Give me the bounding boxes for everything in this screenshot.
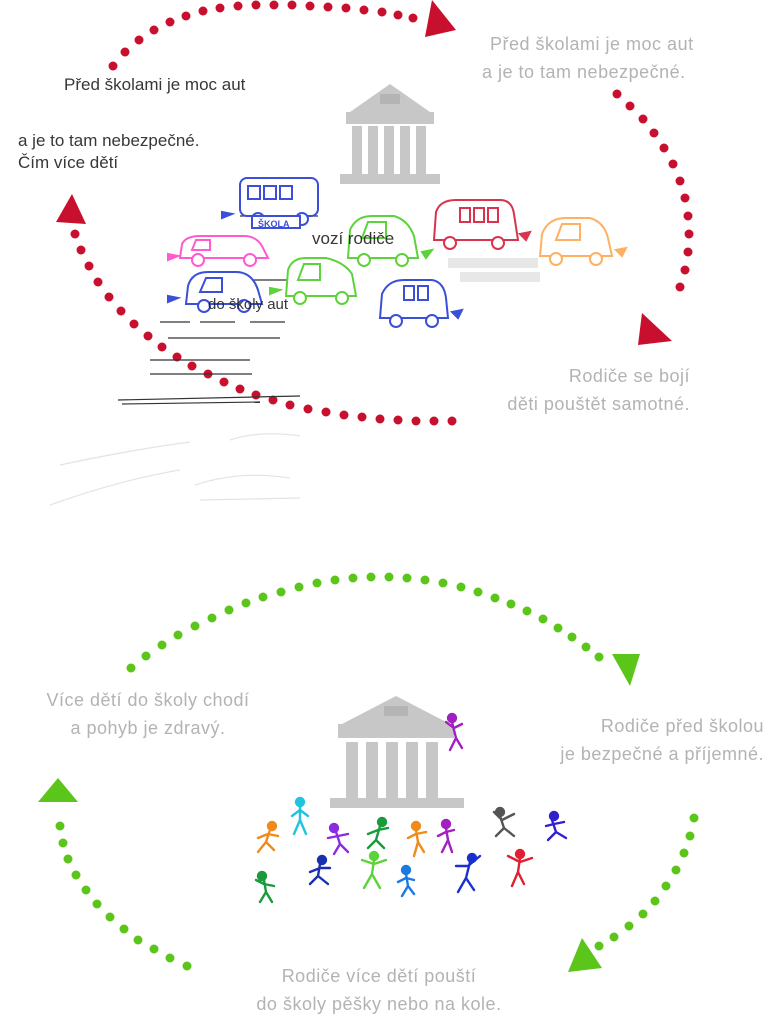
caption-line: Před školami je moc aut — [490, 34, 694, 54]
car-icon — [346, 215, 435, 267]
school-sign: ŠKOLA — [258, 218, 290, 229]
arrow-right-icon — [425, 0, 456, 37]
red-cycle-dots — [70, 0, 694, 426]
caption-line: a pohyb je zdravý. — [70, 718, 226, 738]
child-figure-icon — [492, 806, 516, 838]
green-cycle-dots — [55, 572, 699, 971]
arrow-down-icon — [638, 313, 672, 345]
caption-line: Rodiče se bojí — [568, 366, 690, 386]
blurred-label — [448, 258, 538, 268]
caption-line: děti pouštět samotné. — [507, 394, 690, 414]
caption-line: do školy pěšky nebo na kole. — [256, 994, 502, 1014]
caption-line: je bezpečné a příjemné. — [560, 744, 764, 764]
child-figure-icon — [436, 818, 456, 854]
child-figure-icon — [506, 848, 534, 888]
car-icon — [378, 279, 464, 328]
caption-line: Rodiče před školou — [600, 716, 764, 736]
school-building-icon — [330, 696, 464, 808]
arrow-down-right-icon — [612, 654, 640, 686]
bus-icon — [221, 177, 319, 229]
car-icon — [167, 271, 264, 313]
child-figure-icon — [454, 852, 482, 894]
overlay-text-block: do školy aut — [208, 294, 288, 316]
car-icon — [269, 257, 358, 305]
caption-bottom-right: Rodiče před školou je bezpečné a příjemn… — [528, 712, 764, 768]
car-icon — [538, 217, 628, 266]
child-figure-icon — [366, 816, 390, 850]
arrow-up-icon — [38, 778, 78, 802]
child-figure-icon — [290, 796, 310, 836]
child-figure-icon — [326, 822, 350, 856]
caption-bottom-left: Více dětí do školy chodí a pohyb je zdra… — [10, 686, 286, 742]
caption-line: a je to tam nebezpečné. — [482, 62, 686, 82]
blurred-label — [460, 272, 540, 282]
children-group — [254, 712, 568, 904]
green-cycle-arrowheads — [38, 654, 640, 972]
child-figure-icon — [444, 712, 464, 752]
overlay-line: Čím více dětí — [18, 153, 119, 172]
child-figure-icon — [544, 810, 568, 842]
overlay-line: vozí rodiče — [312, 229, 395, 248]
child-figure-icon — [396, 864, 416, 898]
overlay-line: a je to tam nebezpečné. — [18, 131, 200, 150]
child-figure-icon — [360, 850, 388, 890]
arrow-down-left-icon — [568, 938, 602, 972]
arrow-up-icon — [56, 194, 86, 224]
car-icon — [167, 235, 270, 267]
caption-line: Rodiče více dětí pouští — [281, 966, 477, 986]
caption-right: Rodiče se bojí děti pouštět samotné. — [478, 362, 690, 418]
school-building-icon — [340, 84, 440, 184]
caption-line: Více dětí do školy chodí — [46, 690, 250, 710]
overlay-line: Před školami je moc aut — [64, 75, 246, 94]
overlay-text-block: Před školami je moc aut a je to tam nebe… — [18, 74, 245, 174]
child-figure-icon — [256, 820, 280, 854]
child-figure-icon — [254, 870, 276, 904]
faint-sketch — [49, 433, 301, 506]
bus-icon — [432, 199, 532, 250]
overlay-line: do školy aut — [208, 296, 289, 313]
caption-top-right: Před školami je moc aut a je to tam nebe… — [482, 30, 694, 86]
child-figure-icon — [406, 820, 428, 858]
red-cycle-arrowheads — [56, 0, 672, 345]
overlay-text-block: vozí rodiče — [312, 228, 394, 250]
child-figure-icon — [308, 854, 332, 886]
caption-bottom: Rodiče více dětí pouští do školy pěšky n… — [196, 962, 562, 1018]
